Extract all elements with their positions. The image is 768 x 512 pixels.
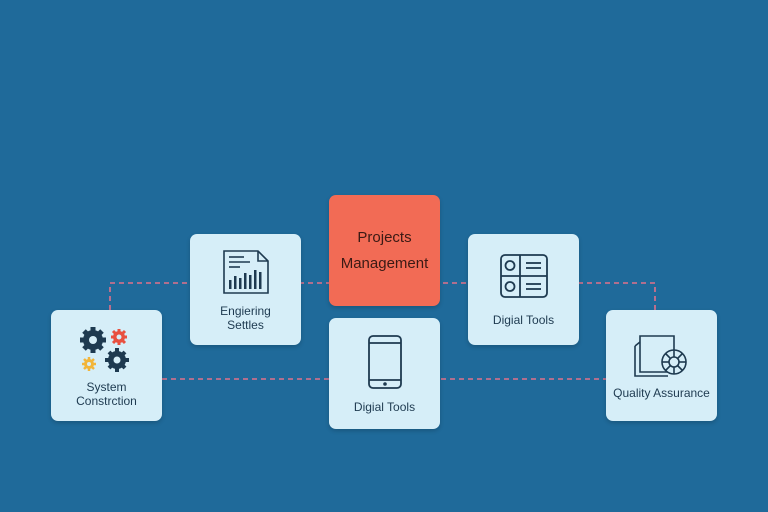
node-system-construction[interactable]: System Constrction	[51, 310, 162, 421]
node-projects-management[interactable]: Projects Management	[329, 195, 440, 306]
node-quality-label: Quality Assurance	[613, 385, 710, 400]
node-engineering-label-line2: Settles	[227, 317, 264, 332]
tablet-icon	[367, 334, 402, 389]
node-digital-tools-tablet[interactable]: Digial Tools	[329, 318, 440, 429]
node-engineering-label-line1: Engiering	[220, 303, 271, 318]
node-system-label-line1: System	[86, 379, 127, 394]
report-chart-icon	[222, 249, 269, 294]
node-engineering[interactable]: Engiering Settles	[190, 234, 301, 345]
gears-icon	[79, 326, 129, 372]
node-quality-assurance[interactable]: Quality Assurance	[606, 310, 717, 421]
node-system-label-line2: Constrction	[76, 393, 137, 408]
node-digital-right-label: Digial Tools	[492, 312, 555, 327]
node-digital-mid-label: Digial Tools	[353, 399, 416, 414]
node-projects-label-line1: Projects	[357, 228, 412, 246]
node-digital-tools-panel[interactable]: Digial Tools	[468, 234, 579, 345]
node-projects-label-line2: Management	[340, 254, 429, 272]
grid-panel-icon	[499, 253, 548, 298]
document-gear-icon	[633, 334, 687, 377]
